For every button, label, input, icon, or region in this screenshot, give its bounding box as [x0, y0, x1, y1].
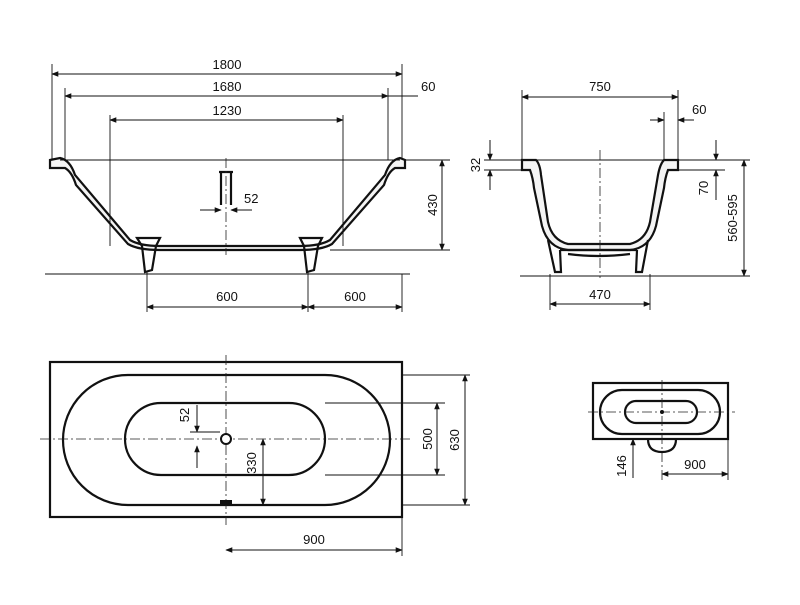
side-leg-left — [135, 236, 162, 274]
side-view: 1800 1680 60 1230 52 430 600 600 — [45, 57, 450, 312]
dim-bottom-length: 1230 — [213, 103, 242, 118]
dim-end-rim-overhang: 60 — [692, 102, 706, 117]
end-view: 750 60 32 70 560-595 470 — [468, 79, 750, 310]
mini-outer-rim — [591, 381, 730, 441]
dim-rim-drop: 70 — [696, 181, 711, 195]
dim-inner-length: 1680 — [213, 79, 242, 94]
dim-plan-drain-side: 52 — [177, 408, 192, 422]
mini-drain — [660, 410, 664, 414]
side-leg-right — [298, 236, 324, 274]
dim-rim-overhang: 60 — [421, 79, 435, 94]
plan-view: 52 330 500 630 900 — [40, 355, 470, 556]
dim-overall-length: 1800 — [213, 57, 242, 72]
dim-height: 430 — [425, 194, 440, 216]
plan-drain — [220, 433, 232, 445]
side-tub-outline — [48, 156, 407, 252]
dim-plan-inner-width: 500 — [420, 428, 435, 450]
dim-drain-offset: 52 — [244, 191, 258, 206]
dim-leg-span-left: 600 — [216, 289, 238, 304]
dim-rim-thickness: 32 — [468, 158, 483, 172]
dim-end-width: 750 — [589, 79, 611, 94]
plan-overflow — [220, 500, 232, 505]
dim-leg-span-right: 600 — [344, 289, 366, 304]
mini-waste-fitting — [646, 438, 678, 454]
end-leg-frame — [546, 239, 650, 274]
dim-total-height: 560-595 — [725, 194, 740, 242]
dim-mini-position: 900 — [684, 457, 706, 472]
mini-plan: 146 900 — [588, 380, 735, 480]
dim-plan-outer-width: 630 — [447, 429, 462, 451]
dim-plan-drain-position: 900 — [303, 532, 325, 547]
dim-mini-depth: 146 — [614, 455, 629, 477]
dim-plan-drain-edge: 330 — [244, 452, 259, 474]
dim-base-width: 470 — [589, 287, 611, 302]
